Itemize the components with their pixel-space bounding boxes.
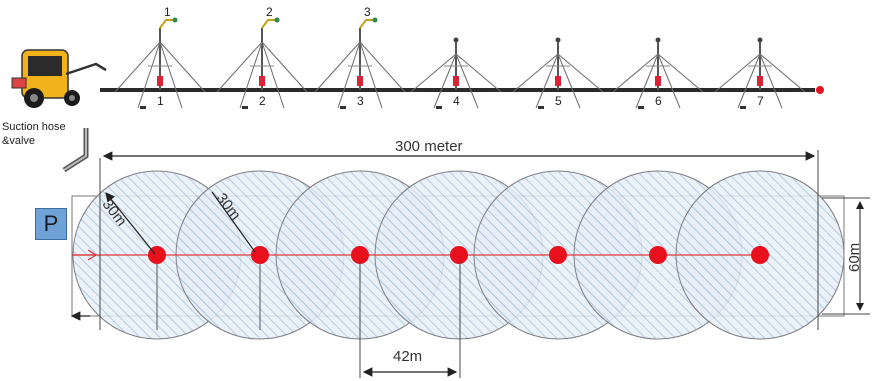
sprinkler-number: 5 <box>555 94 562 108</box>
sprinkler-tower <box>410 37 502 109</box>
radius-line-1 <box>105 192 156 255</box>
length-label: 300 meter <box>395 138 463 155</box>
sprinkler-number: 3 <box>357 94 364 108</box>
sprinkler-number: 6 <box>655 94 662 108</box>
pump-unit <box>11 49 107 108</box>
sprinkler-dot <box>351 246 369 264</box>
sprinkler-number: 4 <box>453 94 460 108</box>
pump-box: P <box>35 208 67 240</box>
sprinkler-number: 7 <box>757 94 764 108</box>
sprinkler-tower <box>314 17 406 109</box>
sprinkler-dot <box>251 246 269 264</box>
sprinkler-tower <box>612 37 704 109</box>
sprinkler-tower <box>714 37 806 109</box>
sprinkler-tower <box>216 17 308 109</box>
sprinkler-tower <box>114 17 206 109</box>
sprinkler-number: 2 <box>259 94 266 108</box>
raised-sprinkler-number: 1 <box>164 5 171 19</box>
spacing-label: 42m <box>393 348 423 365</box>
length-dimension <box>99 150 819 330</box>
pipe-end-cap <box>816 86 824 94</box>
width-dimension <box>822 197 870 315</box>
sprinkler-number: 1 <box>157 94 164 108</box>
radius-line-2 <box>211 191 256 253</box>
suction-pipe-icon <box>62 128 89 173</box>
sprinkler-dot <box>649 246 667 264</box>
sprinkler-towers <box>114 17 806 109</box>
raised-sprinkler-number: 3 <box>364 5 371 19</box>
raised-sprinkler-number: 2 <box>266 5 273 19</box>
sprinkler-dot <box>751 246 769 264</box>
sprinkler-dot <box>450 246 468 264</box>
sprinkler-dots <box>148 246 769 264</box>
spacing-dimension <box>359 262 461 378</box>
sprinkler-dot <box>549 246 567 264</box>
pipe-inlet-arrow <box>74 249 98 261</box>
width-label: 60m <box>846 242 863 272</box>
suction-hose-label: Suction hose &valve <box>2 121 66 147</box>
sprinkler-tower <box>512 37 604 109</box>
